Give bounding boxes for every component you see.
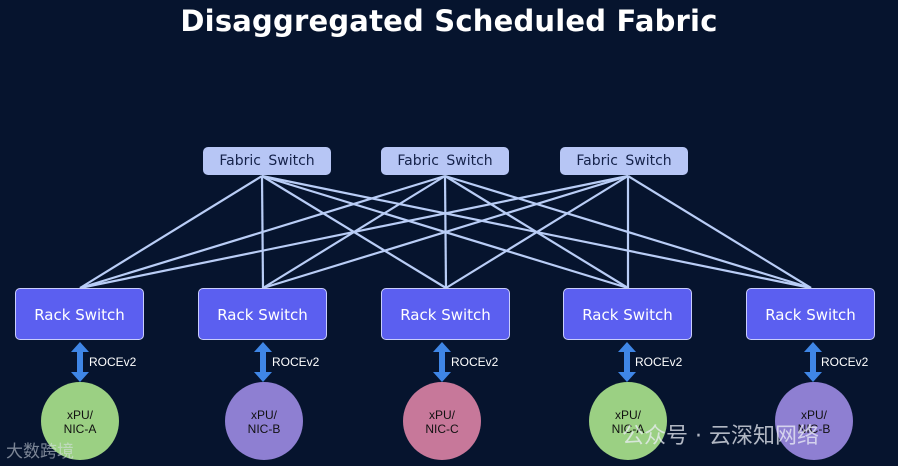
nic-line1: xPU/	[250, 408, 277, 422]
roce-label: ROCEv2	[451, 355, 499, 369]
double-arrow-icon	[804, 342, 822, 382]
watermark-left: 大数跨境	[6, 442, 74, 462]
link-f1-r1	[79, 175, 263, 289]
rack-switch: Rack Switch	[15, 288, 144, 340]
xpu-nic-node: xPU/ NIC-B	[775, 382, 853, 460]
link-f3-r2	[262, 174, 629, 290]
nic-line1: xPU/	[66, 408, 93, 422]
page-title: Disaggregated Scheduled Fabric	[180, 4, 718, 38]
link-f3-r1	[79, 174, 629, 290]
roce-label: ROCEv2	[635, 355, 683, 369]
double-arrow-icon	[71, 342, 89, 382]
rack-switch: Rack Switch	[746, 288, 875, 340]
nic-line2: NIC-C	[425, 422, 459, 436]
nic-line2: NIC-B	[797, 422, 831, 436]
xpu-nic-node: xPU/ NIC-A	[41, 382, 119, 460]
link-f3-r3	[445, 175, 629, 289]
nic-line1: xPU/	[428, 408, 455, 422]
xpu-nic-node: xPU/ NIC-C	[403, 382, 481, 460]
link-f3-r5	[627, 175, 812, 289]
mesh-links	[79, 174, 812, 290]
xpu-nic-node: xPU/ NIC-A	[589, 382, 667, 460]
rack-switch: Rack Switch	[381, 288, 510, 340]
nic-line2: NIC-A	[63, 422, 97, 436]
double-arrow-icon	[433, 342, 451, 382]
fabric-switch: Fabric Switch	[560, 147, 688, 175]
nic-line2: NIC-B	[247, 422, 281, 436]
roce-label: ROCEv2	[89, 355, 137, 369]
watermark-right: 公众号 · 云深知网络	[622, 424, 819, 449]
xpu-nic-node: xPU/ NIC-B	[225, 382, 303, 460]
fabric-switch: Fabric Switch	[381, 147, 509, 175]
roce-label: ROCEv2	[821, 355, 869, 369]
roce-label: ROCEv2	[272, 355, 320, 369]
nic-line2: NIC-A	[611, 422, 645, 436]
roce-arrows	[71, 342, 822, 382]
rack-switch: Rack Switch	[563, 288, 692, 340]
double-arrow-icon	[618, 342, 636, 382]
rack-switch: Rack Switch	[198, 288, 327, 340]
nic-line1: xPU/	[614, 408, 641, 422]
double-arrow-icon	[254, 342, 272, 382]
nic-line1: xPU/	[800, 408, 827, 422]
fabric-switch: Fabric Switch	[203, 147, 331, 175]
link-f2-r1	[79, 174, 446, 290]
